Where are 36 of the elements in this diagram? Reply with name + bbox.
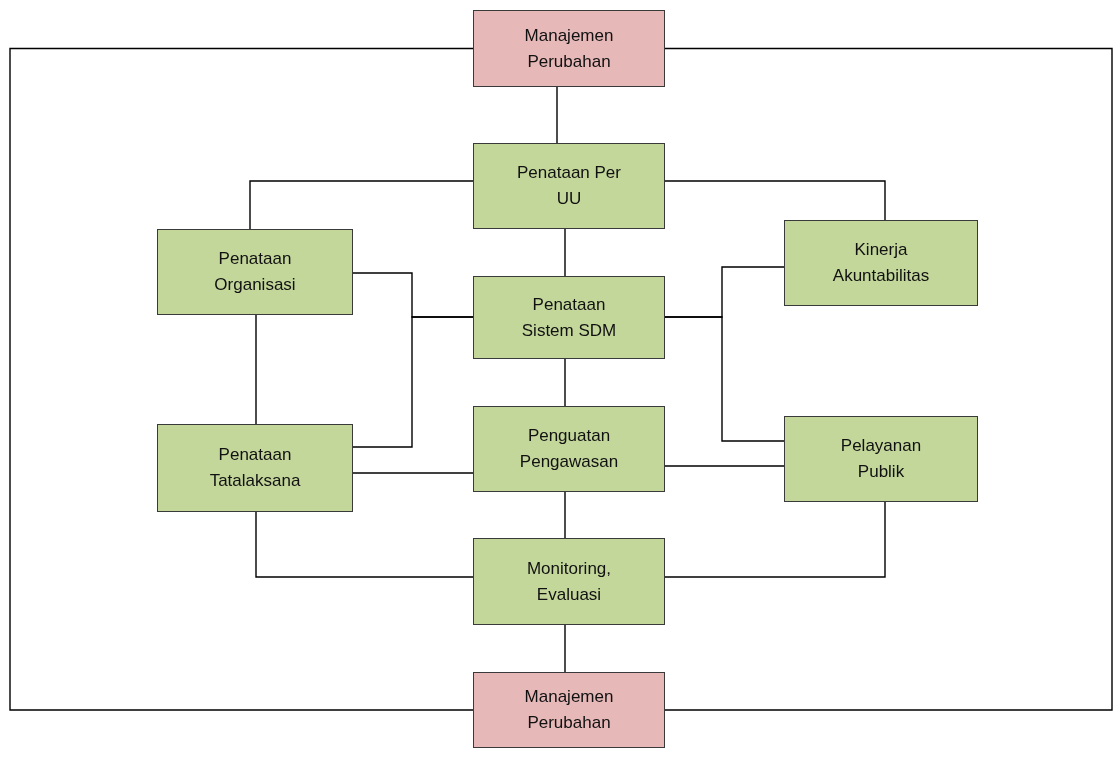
connector-line <box>564 228 566 277</box>
box-label: Manajemen Perubahan <box>523 24 615 73</box>
connector-line <box>564 491 566 539</box>
connector-line <box>255 511 474 578</box>
box-label: Pelayanan Publik <box>839 435 923 483</box>
connector-line <box>664 47 1113 711</box>
process-box <box>473 672 665 748</box>
connector-line <box>249 180 474 230</box>
process-box <box>473 538 665 625</box>
process-box <box>157 229 353 315</box>
box-label: Penataan Organisasi <box>213 248 297 296</box>
process-box <box>473 406 665 492</box>
process-box <box>473 10 665 87</box>
connector-line <box>664 501 886 578</box>
connector-line <box>255 314 257 425</box>
process-box <box>473 143 665 229</box>
connector-line <box>352 316 474 448</box>
connector-line <box>564 358 566 407</box>
box-label: Penataan Tatalaksana <box>208 444 302 492</box>
connector-line <box>564 624 566 673</box>
connector-line <box>664 316 785 442</box>
connector-line <box>9 47 474 711</box>
process-box <box>157 424 353 512</box>
connector-line <box>664 465 785 467</box>
connector-line <box>556 86 558 144</box>
box-label: Penataan Per UU <box>516 162 622 210</box>
box-label: Penataan Sistem SDM <box>520 293 618 342</box>
box-label: Manajemen Perubahan <box>523 686 615 734</box>
process-box <box>473 276 665 359</box>
process-box <box>784 416 978 502</box>
connector-line <box>352 472 474 474</box>
connector-line <box>664 180 886 221</box>
box-label: Monitoring, Evaluasi <box>525 557 613 606</box>
box-label: Penguatan Pengawasan <box>518 425 620 473</box>
box-label: Kinerja Akuntabilitas <box>831 239 931 287</box>
process-box <box>784 220 978 306</box>
